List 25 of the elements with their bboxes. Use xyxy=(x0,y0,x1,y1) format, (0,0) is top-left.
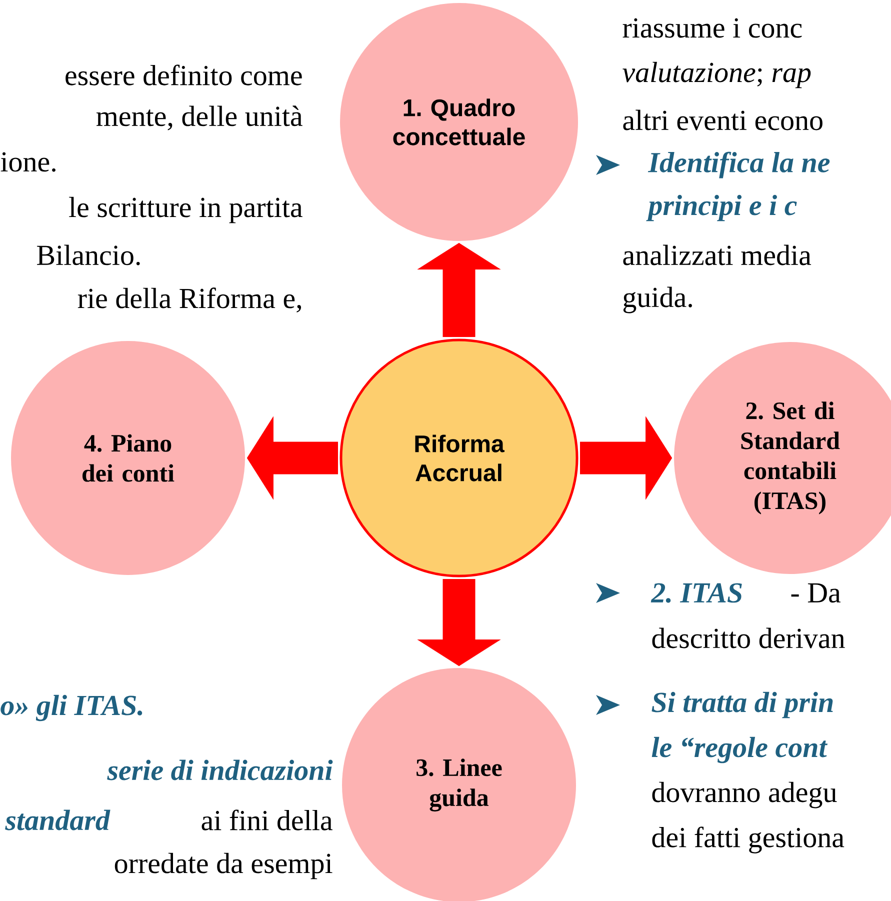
text-line: principi e i c xyxy=(646,194,797,222)
text-line: Si tratta di prin xyxy=(652,692,833,718)
block-arrow xyxy=(418,242,500,337)
block-arrow xyxy=(246,416,338,500)
text-line: Identifica la ne xyxy=(648,152,830,178)
text-line: le scritture in partita xyxy=(69,196,302,224)
text-line: analizzati media xyxy=(623,244,812,266)
text-line: le “regole cont xyxy=(652,736,828,764)
text-line: altri eventi econo xyxy=(623,110,822,130)
text-line: standard xyxy=(5,810,110,830)
text-line: guida. xyxy=(623,286,692,314)
text-line: riassume i conc xyxy=(622,18,802,38)
text-line: mente, delle unità xyxy=(96,106,302,130)
block-arrow xyxy=(418,579,500,666)
text-line: dei fatti gestiona xyxy=(652,826,844,854)
text-line: rie della Riforma e, xyxy=(78,288,302,312)
text-line: o» gli ITAS. xyxy=(0,694,142,722)
text-line: valutazione; rap xyxy=(622,62,811,88)
text-line: descritto derivan xyxy=(652,628,845,648)
block-arrow xyxy=(580,416,672,500)
text-line: dovranno adegu xyxy=(652,782,837,808)
text-line: essere definito come xyxy=(66,64,302,86)
text-line: ione. xyxy=(0,152,56,172)
text-line: Bilancio. xyxy=(37,244,140,266)
text-line: 2. ITAS xyxy=(650,583,742,603)
